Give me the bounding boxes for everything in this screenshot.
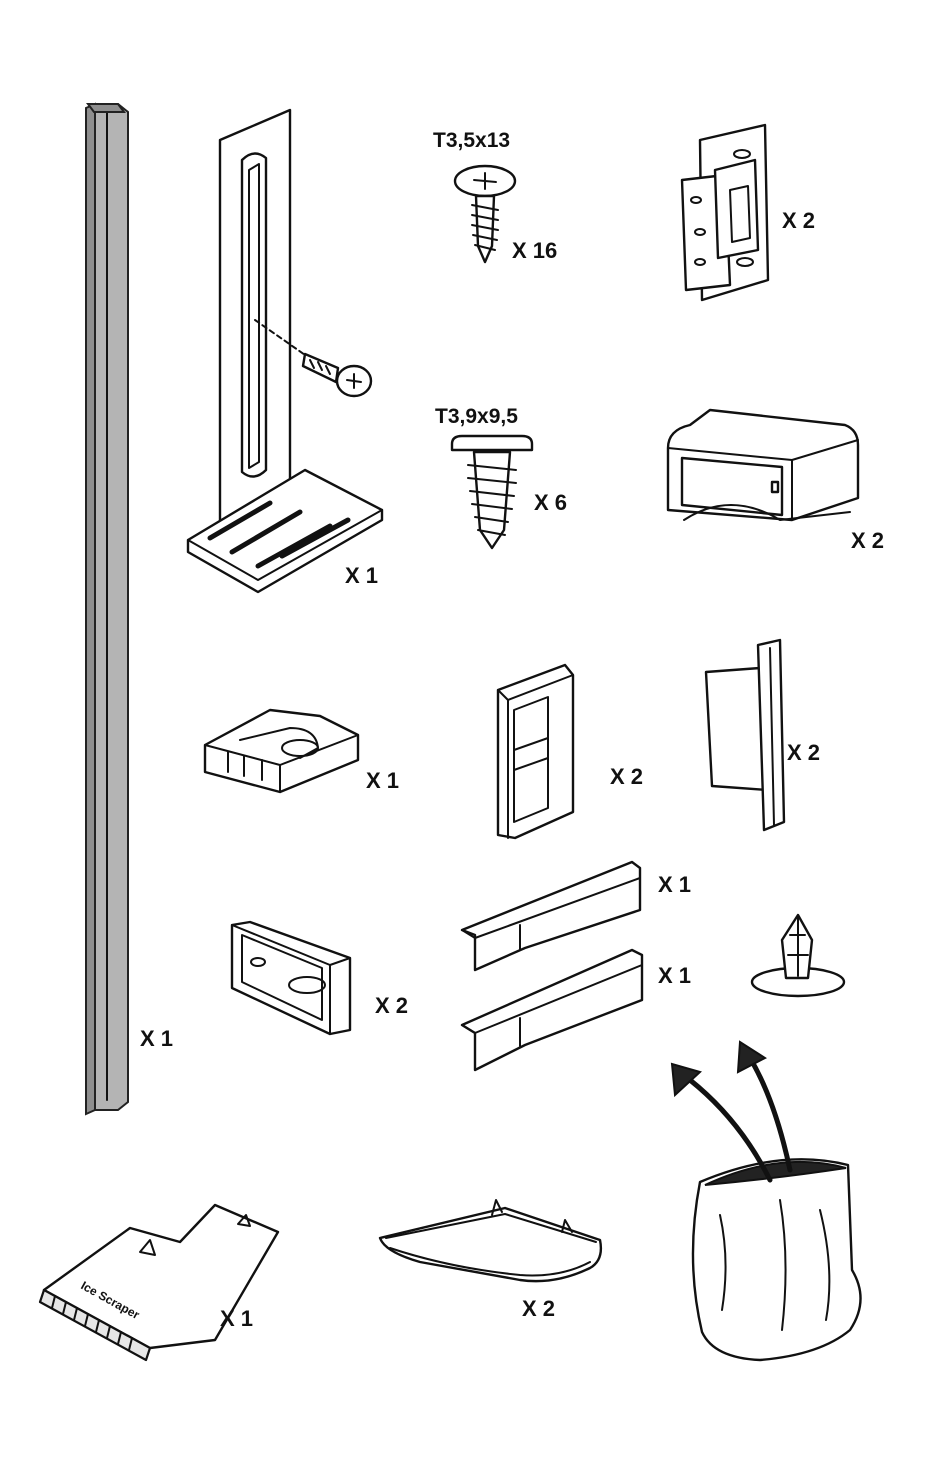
bracket-qty: X 1 (345, 565, 378, 587)
tray-part (380, 1200, 601, 1281)
screw-1-part (455, 166, 515, 262)
ice-scraper-part: Ice Scraper (40, 1205, 278, 1360)
strip-1-qty: X 1 (658, 874, 691, 896)
frame-clip-qty: X 2 (610, 766, 643, 788)
bag-part (672, 1042, 861, 1360)
ice-scraper-qty: X 1 (220, 1308, 253, 1330)
hinge-plate-qty: X 2 (782, 210, 815, 232)
screw-2-part (452, 436, 532, 548)
strip-1-part (462, 862, 640, 970)
strip-2-part (462, 950, 642, 1070)
frame-clip-part (498, 665, 573, 838)
end-cap-qty: X 2 (851, 530, 884, 552)
screw-1-spec: T3,5x13 (433, 130, 510, 151)
hinge-plate-part (682, 125, 768, 300)
clip-part (205, 710, 358, 792)
bracket-part (188, 110, 382, 592)
screw-2-qty: X 6 (534, 492, 567, 514)
screw-1-qty: X 16 (512, 240, 557, 262)
screw-2-spec: T3,9x9,5 (435, 406, 518, 427)
push-pin-part (752, 915, 844, 996)
end-cap-part (668, 410, 858, 520)
pad-qty: X 2 (375, 995, 408, 1017)
clip-qty: X 1 (366, 770, 399, 792)
pad-part (232, 922, 350, 1034)
rail-qty: X 1 (140, 1028, 173, 1050)
cover-clip-qty: X 2 (787, 742, 820, 764)
rail-part (86, 104, 128, 1114)
cover-clip-part (706, 640, 784, 830)
strip-2-qty: X 1 (658, 965, 691, 987)
tray-qty: X 2 (522, 1298, 555, 1320)
